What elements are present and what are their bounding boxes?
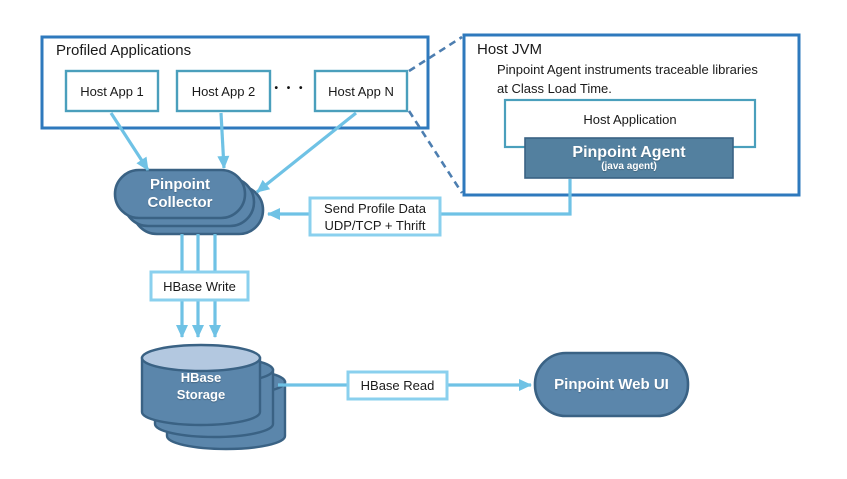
callout-dashed-line-top [408,35,463,73]
hbase-storage-line1: HBase [180,370,222,385]
pinpoint-collector-stack [113,168,265,236]
hbase-storage-label: HBase Storage [142,360,260,412]
callout-dashed-line-bottom [407,110,464,194]
hbase-storage-line2: Storage [176,387,226,402]
hbase-write-label-box [149,270,250,302]
host-app-n-label: Host App N [328,83,394,99]
hbase-write-label: HBase Write [163,278,236,294]
pinpoint-collector-line1: Pinpoint [150,176,210,193]
pinpoint-agent-label-group: Pinpoint Agent (java agent) [525,138,733,178]
hbase-storage-cylinders [140,343,287,451]
host-application-label: Host Application [583,111,677,127]
hbase-read-label: HBase Read [360,378,435,393]
send-profile-data-label: Send Profile Data UDP/TCP + Thrift [310,198,440,235]
pinpoint-agent-box [524,137,734,179]
hbase-read-label-box [346,370,449,401]
pinpoint-collector-line2: Collector [147,194,213,211]
pinpoint-agent-label: Pinpoint Agent [572,143,686,161]
pinpoint-agent-sublabel: (java agent) [601,160,657,172]
arrow-hostapp2-to-collector [217,112,230,169]
send-profile-line2: UDP/TCP + Thrift [324,217,426,233]
send-profile-data-label-box [308,196,442,237]
host-jvm-description-line1: Pinpoint Agent instruments traceable lib… [497,62,758,77]
send-profile-line1: Send Profile Data [324,200,426,216]
host-app-2-box [175,69,272,113]
host-app-2-label: Host App 2 [191,83,256,99]
host-app-1-label: Host App 1 [80,83,144,99]
arrow-hostapp1-to-collector [109,112,150,171]
pinpoint-web-ui-label: Pinpoint Web UI [554,376,669,393]
host-apps-ellipsis: • • • [274,82,306,94]
host-app-1-box [64,69,160,113]
host-app-n-box [313,69,409,113]
profiled-applications-title: Profiled Applications [56,42,192,59]
pinpoint-web-ui-shape [533,351,690,418]
host-jvm-title: Host JVM [477,41,543,58]
arrow-hostappn-to-collector [256,111,357,194]
pinpoint-collector-label: Pinpoint Collector [115,170,245,218]
host-jvm-description-line2: at Class Load Time. [497,81,612,96]
